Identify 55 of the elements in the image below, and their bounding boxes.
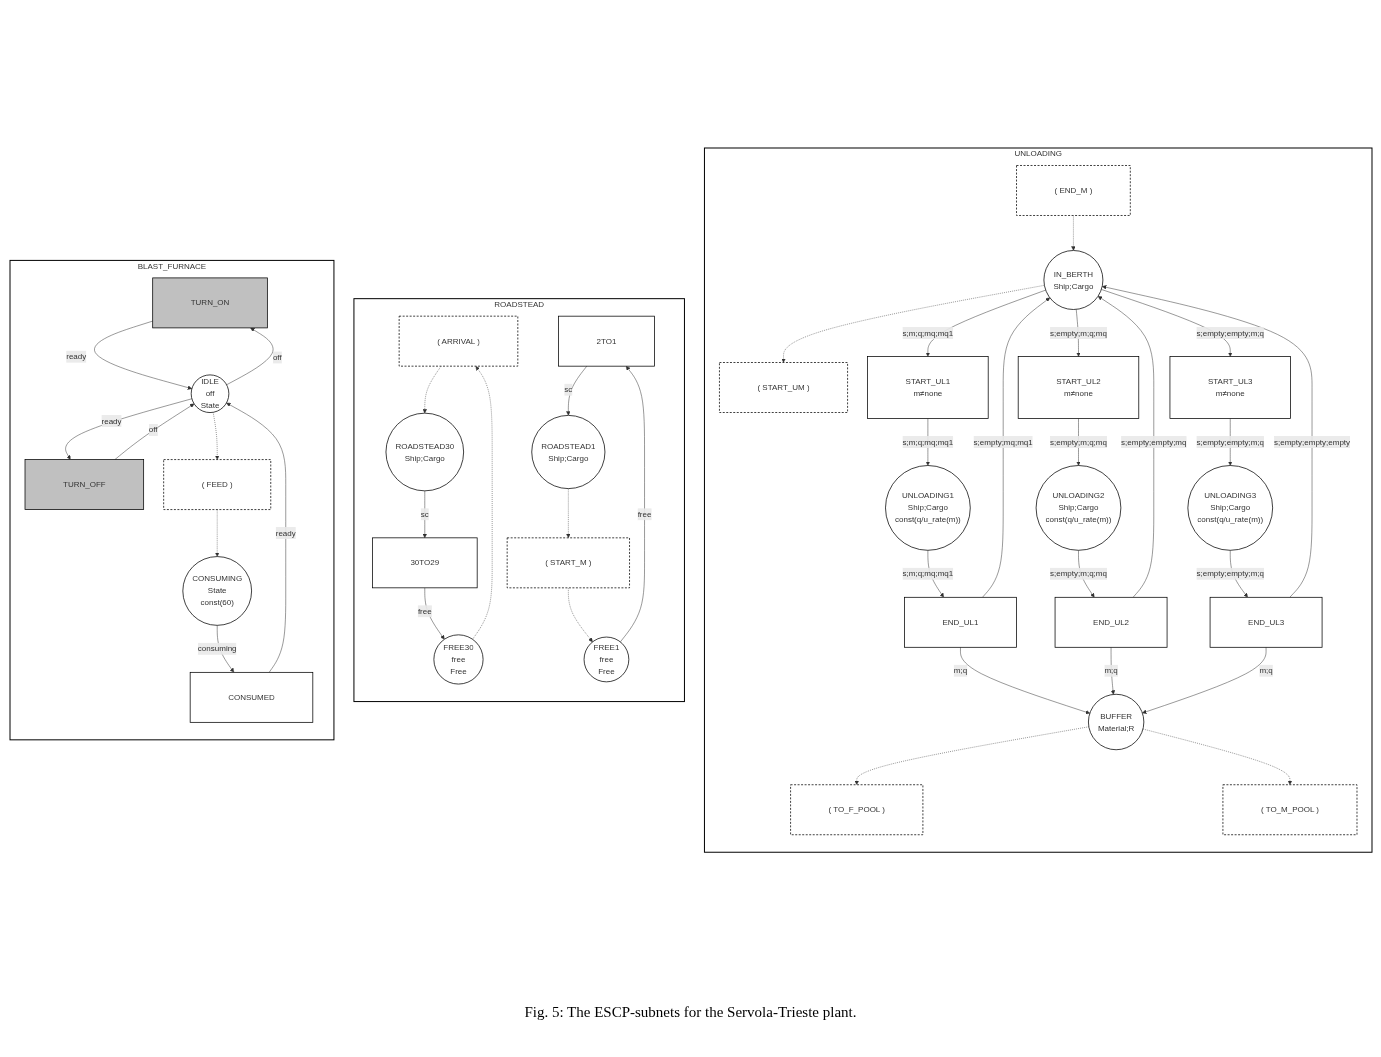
node-circle: UNLOADING1 Ship;Cargo const(q/u_rate(m)) — [884, 465, 971, 551]
node-box: CONSUMED — [189, 671, 313, 723]
edge-label: s;empty;empty;empty — [1273, 437, 1350, 446]
node-box: TURN_OFF — [24, 459, 144, 510]
edge-label: free — [637, 509, 651, 519]
edge-label: ready — [65, 352, 86, 361]
edge-label: off — [148, 425, 158, 434]
node-box: START_UL1 m≠none — [866, 356, 989, 419]
node-box: ( TO_F_POOL ) — [789, 784, 923, 835]
node-box: END_UL2 — [1054, 596, 1167, 648]
edge-label: off — [272, 352, 282, 362]
edge-label: m;q — [1258, 666, 1273, 675]
node-box: END_UL1 — [903, 596, 1017, 648]
edge-label: s;m;q;mq;mq1 — [902, 569, 953, 578]
node-circle: ROADSTEAD30 Ship;Cargo — [385, 412, 464, 492]
node-box: ( TO_M_POOL ) — [1222, 784, 1357, 835]
edge-label: s;empty;m;q;mq — [1049, 328, 1107, 337]
node-box: END_UL3 — [1209, 596, 1322, 648]
edge-label: s;empty;empty;m;q — [1195, 328, 1264, 337]
node-circle: CONSUMING State const(60) — [181, 556, 252, 626]
node-circle: UNLOADING2 Ship;Cargo const(q/u_rate(m)) — [1035, 465, 1121, 551]
edge-label: s;empty;m;q;mq — [1049, 437, 1107, 446]
edge-label: s;empty;empty;mq — [1120, 437, 1186, 446]
edge-label: sc — [420, 509, 429, 519]
node-box: START_UL3 m≠none — [1169, 356, 1291, 419]
edge-label: free — [417, 606, 432, 616]
node-circle: BUFFER Material;R — [1087, 693, 1144, 750]
edge-label: m;q — [1103, 666, 1118, 675]
edge-label: consuming — [197, 644, 237, 653]
edge-label: s;m;q;mq;mq1 — [902, 437, 953, 446]
node-circle: ROADSTEAD1 Ship;Cargo — [530, 414, 605, 489]
node-circle: FREE30 free Free — [433, 634, 483, 685]
node-circle: IN_BERTH Ship;Cargo — [1043, 250, 1103, 310]
edge-label: s;m;q;mq;mq1 — [902, 328, 953, 337]
node-circle: UNLOADING3 Ship;Cargo const(q/u_rate(m)) — [1186, 465, 1273, 551]
node-box: 2TO1 — [557, 315, 655, 367]
edge-label: s;empty;empty;m;q — [1195, 569, 1264, 578]
node-box: ( START_UM ) — [718, 362, 848, 413]
node-box: ( FEED ) — [162, 459, 271, 510]
edge-label: s;empty;m;q;mq — [1049, 569, 1107, 578]
node-box: START_UL2 m≠none — [1017, 356, 1139, 419]
node-box: ( END_M ) — [1015, 165, 1131, 216]
node-box: ( ARRIVAL ) — [398, 315, 518, 367]
edge-label: sc — [563, 385, 572, 394]
figure-caption: Fig. 5: The ESCP-subnets for the Servola-Trieste plant. — [523, 1004, 858, 1021]
node-circle: IDLE off State — [190, 374, 229, 413]
edge-label: ready — [275, 528, 296, 537]
edge-label: m;q — [953, 666, 967, 675]
edge-label: s;empty;mq;mq1 — [973, 437, 1033, 446]
node-box: 30TO29 — [371, 537, 478, 589]
edge-label: s;empty;empty;m;q — [1195, 437, 1264, 446]
node-box: TURN_ON — [151, 277, 268, 329]
node-circle: FREE1 free Free — [583, 636, 629, 683]
node-box: ( START_M ) — [506, 537, 630, 589]
edge-label: ready — [101, 416, 122, 425]
